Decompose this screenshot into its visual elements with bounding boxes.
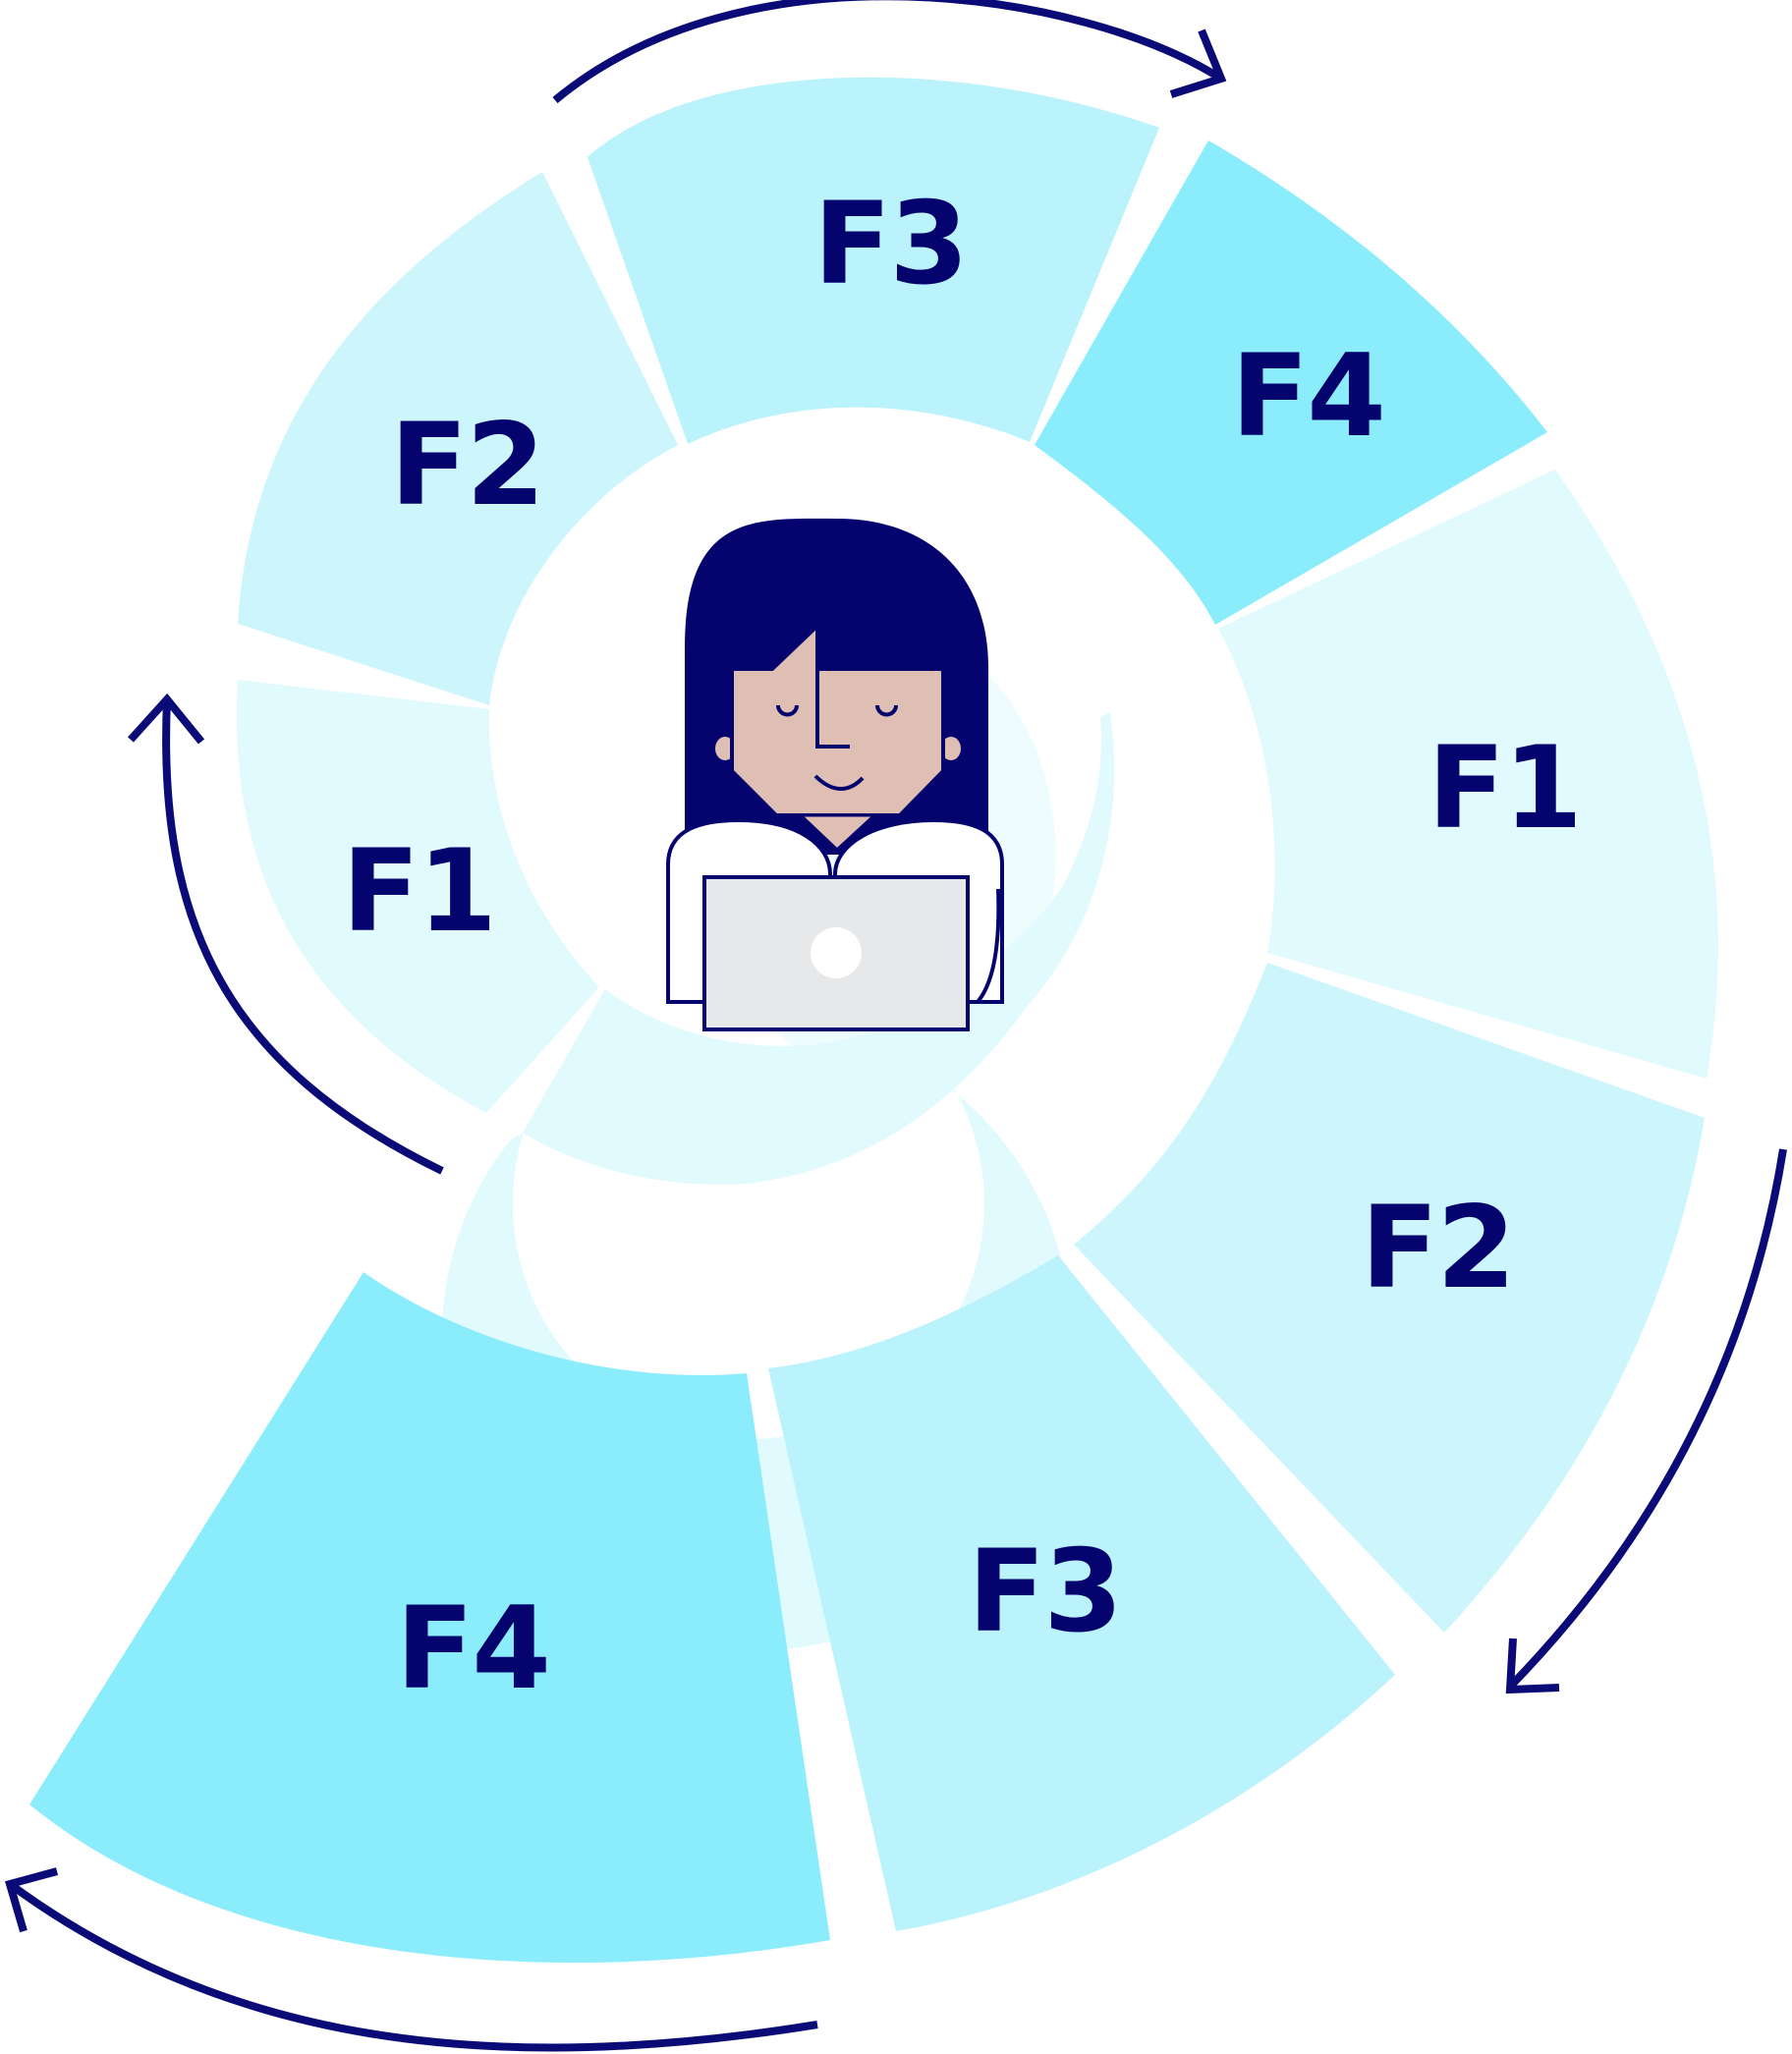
segment-outer-f3 [768,1255,1395,1931]
label-left-f2: F2 [390,399,543,531]
segment-outer-f4 [29,1272,830,1964]
laptop-logo [811,927,862,978]
cycle-arrow-top [552,0,1227,104]
label-outer-f2: F2 [1361,1182,1514,1314]
segment-left-f2 [238,172,678,705]
label-outer-f3: F3 [968,1526,1121,1658]
label-left-f1: F1 [342,825,495,958]
cycle-arrow-bottom [5,1867,818,2052]
neck [797,813,878,853]
label-top-f4: F4 [1231,330,1384,463]
segment-inner-bottom [523,712,1115,1185]
cycle-arrow-right [1505,1148,1787,1694]
segment-outer-f1 [1218,470,1718,1079]
right-ear [941,737,961,760]
person-with-laptop-icon [666,518,1004,1031]
segment-top-f4 [1035,140,1547,625]
segment-left-f1 [236,680,600,1113]
face [730,621,945,817]
mouth [813,774,865,791]
label-top-f3: F3 [813,178,967,310]
label-outer-f4: F4 [396,1582,549,1715]
segment-outer-f2 [1074,963,1705,1633]
laptop [702,875,970,1031]
left-eye [776,704,799,717]
right-sleeve-cuff [976,888,1001,1004]
cycle-arrow-left [128,693,444,1175]
segment-top-f3 [588,77,1159,445]
nose [815,669,850,749]
right-eye [875,704,898,717]
label-outer-f1: F1 [1428,722,1581,855]
